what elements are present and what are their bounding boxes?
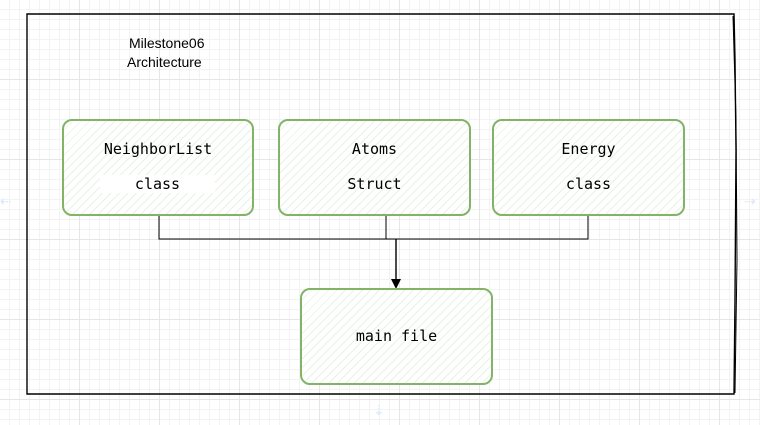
diagram-title-line2: Architecture [127, 54, 202, 70]
container-frame [26, 13, 737, 395]
neighborlist-kind: class [100, 175, 215, 193]
energy-name: Energy [561, 140, 616, 158]
connector-neighborlist [158, 216, 396, 240]
diagram-title-line1: Milestone06 [129, 35, 205, 51]
energy-kind: class [565, 175, 612, 193]
container-frame-sketch-edge [732, 15, 738, 394]
bottom-port-arrow-icon: ⇣ [373, 403, 385, 419]
atoms-box[interactable] [278, 119, 471, 216]
right-port-arrow-icon: ⇢ [744, 194, 756, 210]
neighborlist-box[interactable] [62, 119, 254, 216]
main-file-box[interactable] [300, 288, 493, 385]
arrow-head-icon [391, 279, 401, 289]
atoms-name: Atoms [351, 140, 398, 158]
energy-box[interactable] [492, 119, 685, 216]
left-port-arrow-icon: ⇠ [0, 194, 12, 210]
atoms-kind: Struct [347, 175, 402, 193]
neighborlist-name: NeighborList [103, 140, 213, 158]
connector-energy [396, 216, 589, 240]
main-file-name: main file [355, 327, 438, 345]
